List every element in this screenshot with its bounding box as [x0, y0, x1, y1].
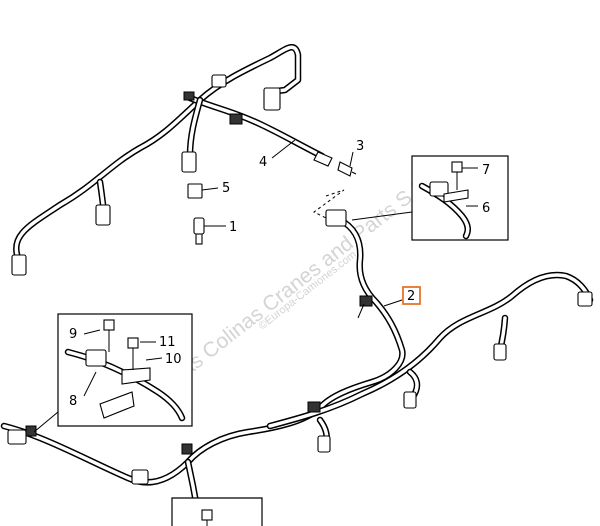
upper-harness	[11, 44, 357, 276]
callout-6: 6	[482, 201, 490, 216]
callout-1: 1	[229, 220, 237, 235]
callout-10: 10	[165, 352, 182, 367]
watermark: Las Colinas Cranes and Parts S.L. ©Europ…	[167, 171, 435, 387]
callout-7: 7	[482, 163, 490, 178]
callout-5: 5	[222, 181, 230, 196]
callout-3: 3	[356, 139, 364, 154]
callout-2: 2	[407, 289, 415, 304]
callout-4: 4	[259, 155, 267, 170]
callout-9: 9	[69, 327, 77, 342]
main-harness	[0, 209, 594, 526]
callout-11: 11	[159, 335, 176, 350]
watermark-text: Las Colinas Cranes and Parts S.L.	[167, 171, 435, 387]
inset-sensor-8-11	[57, 313, 193, 427]
callout-8: 8	[69, 394, 77, 409]
highlighted-callout-box	[402, 286, 421, 305]
inset-sensor-6-7	[411, 155, 509, 241]
inset-bottom	[171, 497, 263, 526]
